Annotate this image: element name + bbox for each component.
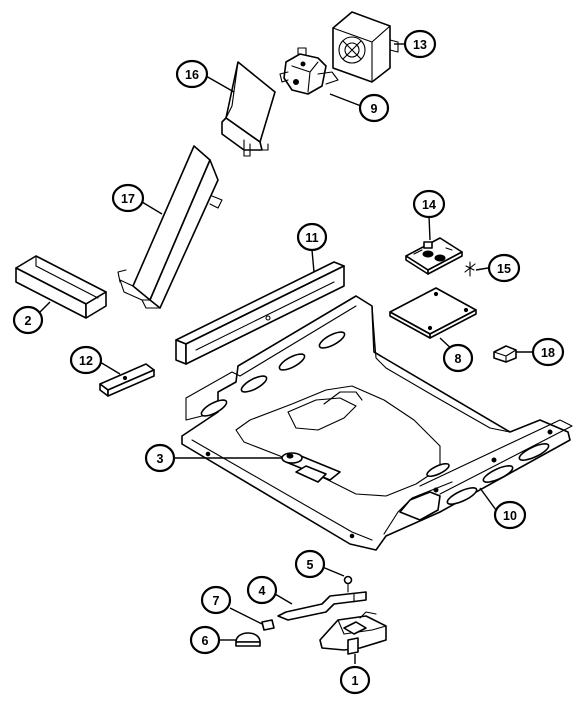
part-2-rail bbox=[15, 255, 107, 319]
callout-5-label: 5 bbox=[307, 558, 314, 572]
callout-16-label: 16 bbox=[185, 68, 199, 82]
callout-18: 18 bbox=[531, 337, 565, 367]
callout-15-label: 15 bbox=[497, 262, 511, 276]
callout-7-label: 7 bbox=[213, 594, 220, 608]
callout-18-label: 18 bbox=[541, 346, 555, 360]
callout-6: 6 bbox=[189, 625, 221, 655]
part-18-clip bbox=[493, 345, 517, 363]
callout-9: 9 bbox=[358, 93, 390, 123]
callout-7: 7 bbox=[200, 585, 232, 615]
callout-14-label: 14 bbox=[422, 198, 436, 212]
part-6-cap bbox=[235, 632, 261, 647]
part-16-shield bbox=[221, 61, 276, 157]
callout-4-label: 4 bbox=[259, 584, 266, 598]
part-7-clip bbox=[261, 619, 275, 631]
callout-2-label: 2 bbox=[25, 314, 32, 328]
callout-10-label: 10 bbox=[503, 509, 517, 523]
callout-8-label: 8 bbox=[455, 352, 462, 366]
callout-1: 1 bbox=[339, 665, 371, 695]
part-14-control-board bbox=[405, 237, 463, 275]
callout-1-label: 1 bbox=[352, 674, 359, 688]
oven-bottom-pan bbox=[181, 295, 573, 551]
callout-3: 3 bbox=[144, 443, 176, 473]
callout-12: 12 bbox=[69, 345, 103, 375]
callout-15: 15 bbox=[487, 253, 521, 283]
part-11-front-rail bbox=[175, 261, 345, 365]
part-1-igniter-bracket bbox=[319, 611, 387, 655]
callout-11: 11 bbox=[296, 222, 328, 252]
callout-4: 4 bbox=[246, 575, 278, 605]
callout-8: 8 bbox=[442, 343, 474, 373]
callout-13-label: 13 bbox=[413, 38, 427, 52]
callout-2: 2 bbox=[12, 305, 44, 335]
callout-3-label: 3 bbox=[157, 452, 164, 466]
callout-16: 16 bbox=[175, 59, 209, 89]
leader-lines bbox=[39, 43, 533, 664]
callout-17: 17 bbox=[111, 183, 145, 213]
part-17-long-bracket bbox=[117, 145, 223, 309]
callout-5: 5 bbox=[294, 549, 326, 579]
callout-12-label: 12 bbox=[79, 354, 93, 368]
part-8-cover-plate bbox=[389, 287, 477, 339]
part-12-strip bbox=[99, 363, 155, 397]
part-15-screw bbox=[464, 261, 476, 277]
callout-17-label: 17 bbox=[121, 192, 135, 206]
part-9-valve-assembly bbox=[279, 47, 339, 95]
part-4-bracket bbox=[277, 591, 367, 621]
part-13-blower-housing bbox=[332, 11, 399, 83]
callout-9-label: 9 bbox=[371, 102, 378, 116]
callout-14: 14 bbox=[412, 189, 446, 219]
callout-13: 13 bbox=[403, 29, 437, 59]
callout-10: 10 bbox=[493, 500, 527, 530]
part-5-screw bbox=[343, 575, 353, 593]
callout-6-label: 6 bbox=[202, 634, 209, 648]
callout-11-label: 11 bbox=[305, 231, 318, 245]
